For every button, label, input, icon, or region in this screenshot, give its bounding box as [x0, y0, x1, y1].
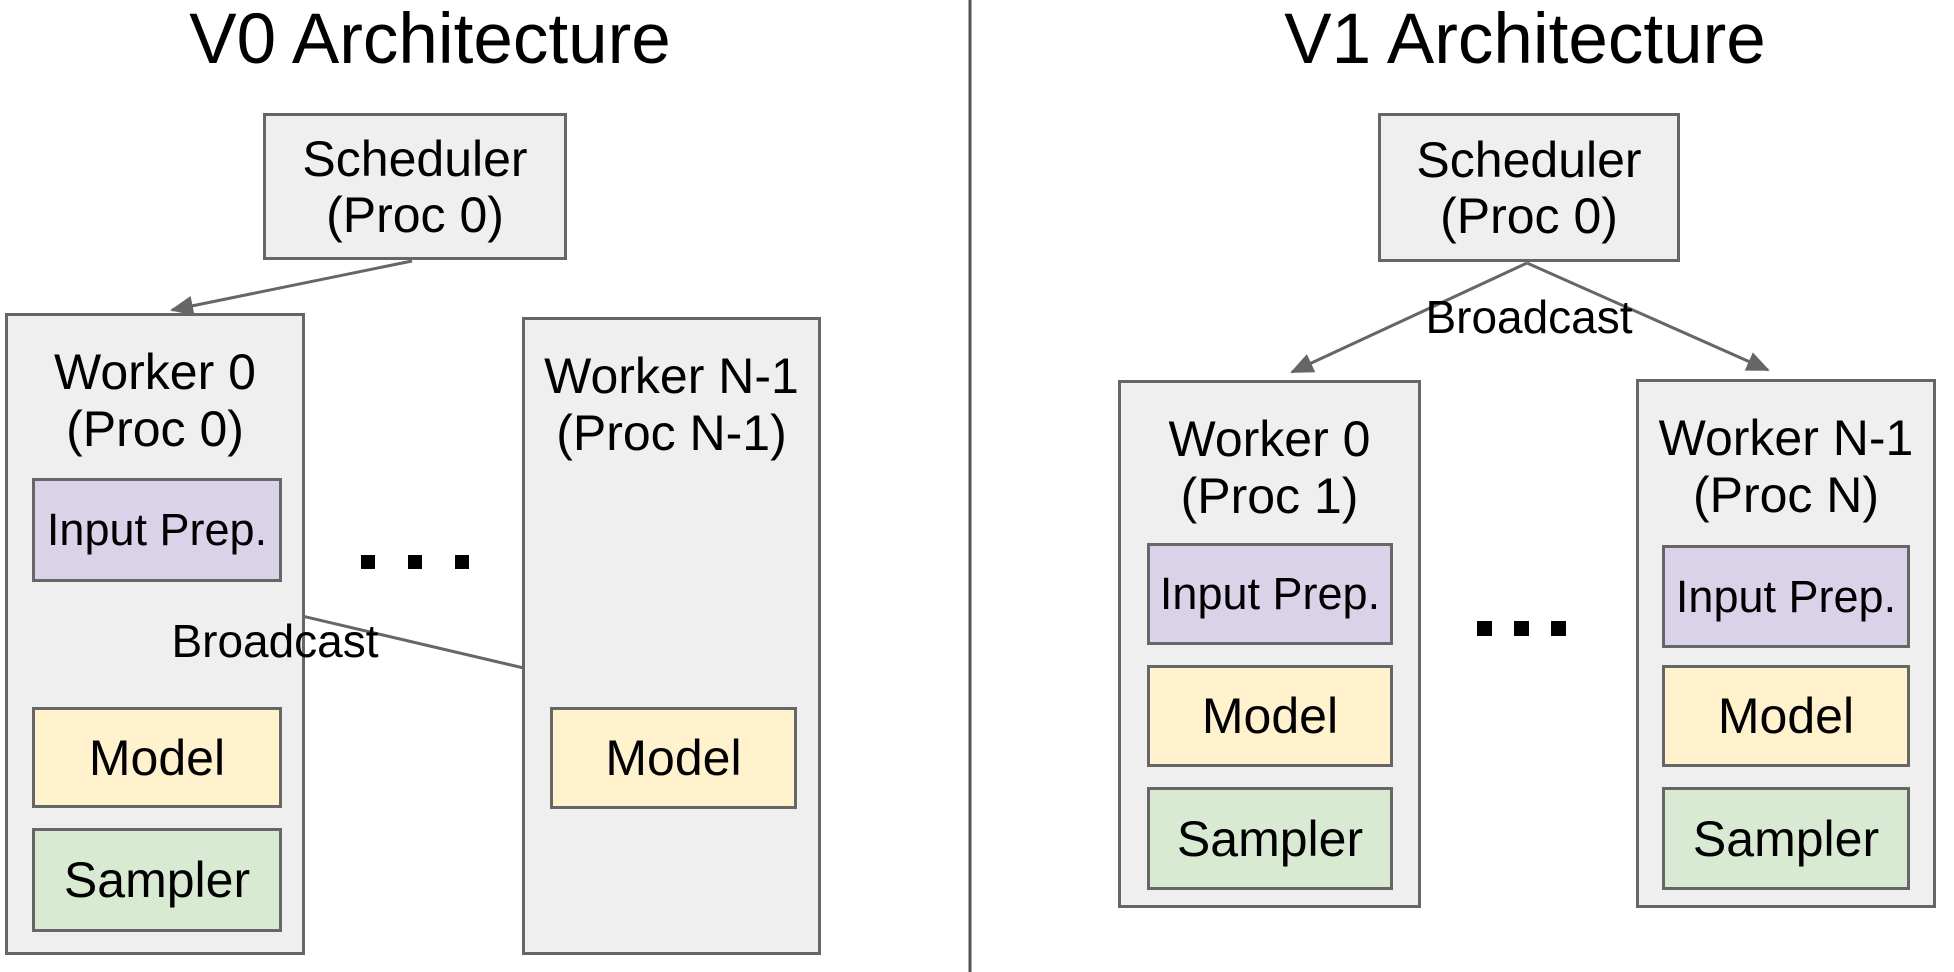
ellipsis-dot: [1551, 621, 1566, 636]
v0-scheduler-box: Scheduler (Proc 0): [263, 113, 567, 260]
v1-workerN-model-box: Model: [1662, 665, 1910, 767]
v1-broadcast-label: Broadcast: [1425, 291, 1633, 343]
v1-title: V1 Architecture: [1284, 0, 1766, 79]
ellipsis-dot: [455, 555, 469, 569]
v0-scheduler-name: Scheduler: [302, 130, 528, 187]
v0-workerN-model-box: Model: [550, 707, 797, 809]
v0-workerN-proc: (Proc N-1): [556, 405, 787, 461]
v0-ellipsis-dots: [361, 555, 469, 569]
v1-scheduler-box: Scheduler (Proc 0): [1378, 113, 1680, 262]
v1-workerN-name: Worker N-1: [1658, 410, 1914, 466]
v0-title: V0 Architecture: [189, 0, 671, 79]
v1-workerN-proc: (Proc N): [1692, 467, 1880, 523]
v1-worker0-input-prep-box: Input Prep.: [1147, 543, 1393, 645]
v1-worker0-label: Worker 0 (Proc 1): [1121, 383, 1418, 525]
ellipsis-dot: [1514, 621, 1529, 636]
v1-ellipsis-dots: [1477, 621, 1566, 636]
v0-worker0-box: Worker 0 (Proc 0) Input Prep. Model Samp…: [5, 313, 305, 955]
ellipsis-dot: [408, 555, 422, 569]
ellipsis-dot: [361, 555, 375, 569]
v0-worker0-label: Worker 0 (Proc 0): [8, 316, 302, 458]
v1-worker0-box: Worker 0 (Proc 1) Input Prep. Model Samp…: [1118, 380, 1421, 908]
v1-workerN-label: Worker N-1 (Proc N): [1639, 382, 1933, 524]
v1-worker0-proc: (Proc 1): [1180, 468, 1359, 524]
v1-workerN-input-prep-box: Input Prep.: [1662, 545, 1910, 648]
v0-scheduler-proc: (Proc 0): [326, 186, 504, 243]
v0-workerN-label: Worker N-1 (Proc N-1): [525, 320, 818, 462]
v1-worker0-model-box: Model: [1147, 665, 1393, 767]
v1-scheduler-name: Scheduler: [1416, 131, 1642, 188]
v1-workerN-box: Worker N-1 (Proc N) Input Prep. Model Sa…: [1636, 379, 1936, 908]
ellipsis-dot: [1477, 621, 1492, 636]
v1-worker0-name: Worker 0: [1168, 411, 1371, 467]
v1-worker0-sampler-box: Sampler: [1147, 787, 1393, 890]
v0-workerN-name: Worker N-1: [544, 348, 799, 404]
v0-worker0-sampler-box: Sampler: [32, 828, 282, 932]
v0-worker0-name: Worker 0: [54, 344, 256, 400]
v0-arrow-scheduler-to-worker0: [170, 259, 413, 316]
v0-broadcast-label: Broadcast: [171, 615, 379, 667]
v0-worker0-model-box: Model: [32, 707, 282, 808]
v1-workerN-sampler-box: Sampler: [1662, 787, 1910, 890]
v1-scheduler-proc: (Proc 0): [1440, 187, 1618, 244]
v0-worker0-proc: (Proc 0): [66, 401, 244, 457]
v0-workerN-box: Worker N-1 (Proc N-1) Model: [522, 317, 821, 955]
v0-worker0-input-prep-box: Input Prep.: [32, 478, 282, 582]
